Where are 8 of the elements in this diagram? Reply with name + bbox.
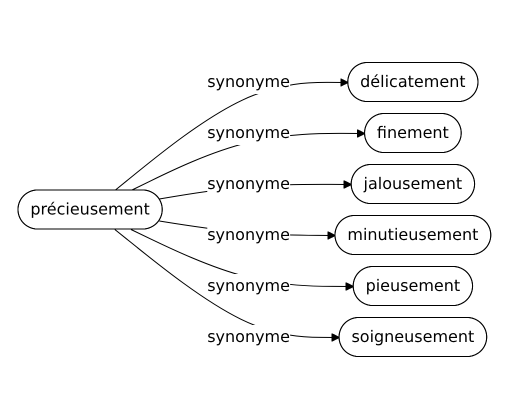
edge-label: synonyme — [207, 72, 290, 91]
edge-label: synonyme — [207, 327, 290, 346]
arrow — [114, 78, 349, 191]
edge-label: synonyme — [207, 225, 290, 244]
edge-label: synonyme — [207, 123, 290, 142]
edge-label: synonyme — [207, 276, 290, 295]
edge-label: synonyme — [207, 174, 290, 193]
arrow — [114, 229, 340, 342]
